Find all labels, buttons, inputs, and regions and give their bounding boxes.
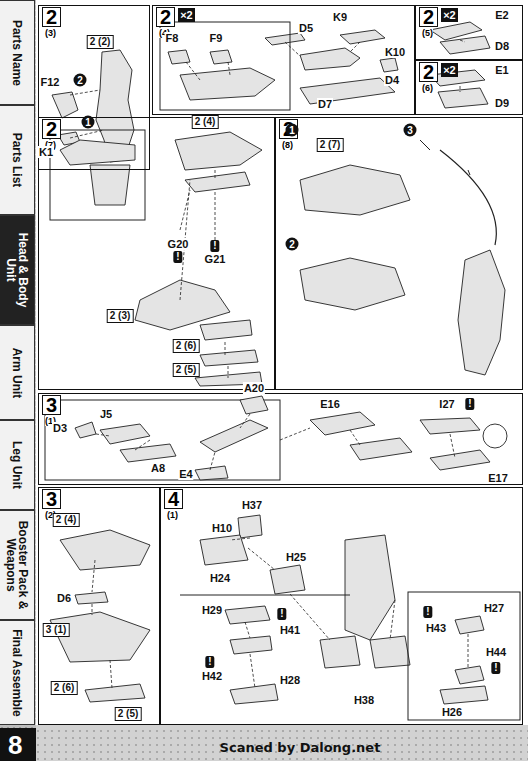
step-number: 3 (42, 395, 61, 415)
part-callout: E17 (487, 472, 509, 484)
tab-label: Head & Body Unit (5, 220, 29, 320)
part-callout: H29 (201, 604, 223, 616)
section-tab: Final Assemble (0, 620, 35, 725)
part-callout: G21 (204, 253, 227, 265)
part-callout: H25 (285, 551, 307, 563)
substep-number: (5) (422, 28, 433, 38)
substep-number: (3) (45, 28, 56, 38)
part-callout: A8 (150, 462, 166, 474)
page-number: 8 (8, 730, 22, 761)
part-callout: E4 (178, 468, 193, 480)
tab-label: Parts Name (11, 5, 23, 100)
caution-mark: ! (277, 608, 286, 620)
step-reference: 2 (6) (51, 681, 78, 695)
step-reference: 2 (4) (53, 513, 80, 527)
step-number: 2 (419, 7, 438, 27)
part-callout: H44 (485, 646, 507, 658)
section-tab: Booster Pack & Weapons (0, 510, 35, 620)
part-callout: D5 (298, 22, 314, 34)
quantity-mark: ×2 (441, 63, 458, 77)
part-callout: F9 (209, 32, 224, 44)
step-reference: 2 (5) (115, 707, 142, 721)
step-reference: 3 (1) (43, 623, 70, 637)
part-callout: H10 (211, 522, 233, 534)
part-callout: A20 (243, 382, 265, 394)
substep-number: (1) (167, 510, 178, 520)
caution-mark: ! (423, 606, 432, 618)
tab-label: Booster Pack & Weapons (5, 515, 29, 615)
part-callout: D4 (384, 74, 400, 86)
part-callout: E1 (494, 64, 509, 76)
substep-number: (8) (282, 140, 293, 150)
part-callout: D9 (494, 97, 510, 109)
part-callout: K9 (332, 11, 348, 23)
watermark: Scaned by Dalong.net (219, 742, 382, 754)
step-panel: 2 (8) (275, 117, 523, 390)
step-number: 2 (419, 62, 438, 82)
order-number: 1 (286, 124, 299, 137)
part-callout: K10 (384, 46, 406, 58)
step-number: 2 (42, 7, 61, 27)
step-reference: 2 (4) (192, 115, 219, 129)
step-number: 4 (164, 489, 183, 509)
section-tab: Parts List (0, 105, 35, 215)
part-callout: K1 (38, 146, 54, 158)
caution-mark: ! (210, 240, 219, 252)
section-tab: Parts Name (0, 0, 35, 105)
step-number: 2 (156, 7, 175, 27)
caution-mark: ! (465, 398, 474, 410)
step-reference: 2 (2) (87, 35, 114, 49)
order-number: 3 (404, 124, 417, 137)
part-callout: H28 (279, 674, 301, 686)
part-callout: D8 (494, 40, 510, 52)
step-panel: 2(4)×2 (152, 5, 415, 115)
part-callout: H38 (353, 694, 375, 706)
step-panel: 2(7) (38, 117, 275, 390)
order-number: 2 (286, 238, 299, 251)
part-callout: E16 (319, 398, 341, 410)
caution-mark: ! (173, 251, 182, 263)
order-number: 1 (82, 116, 95, 129)
caution-mark: ! (491, 662, 500, 674)
step-reference: 2 (3) (107, 309, 134, 323)
part-callout: I27 (438, 398, 455, 410)
part-callout: G20 (167, 238, 190, 250)
page-number-box: 8 (0, 728, 36, 761)
part-callout: D7 (317, 98, 333, 110)
section-tab: Head & Body Unit (0, 215, 35, 325)
part-callout: H24 (209, 572, 231, 584)
quantity-mark: ×2 (178, 8, 195, 22)
section-tab: Leg Unit (0, 420, 35, 510)
quantity-mark: ×2 (441, 8, 458, 22)
step-reference: 2 (7) (317, 138, 344, 152)
step-number: 2 (42, 119, 61, 139)
part-callout: H27 (483, 602, 505, 614)
part-callout: H37 (241, 499, 263, 511)
section-tab: Arm Unit (0, 325, 35, 420)
part-callout: E2 (494, 9, 509, 21)
caution-mark: ! (205, 656, 214, 668)
part-callout: H43 (425, 622, 447, 634)
step-reference: 2 (6) (173, 339, 200, 353)
tab-label: Arm Unit (11, 330, 23, 415)
part-callout: F12 (40, 76, 61, 88)
step-number: 3 (42, 489, 61, 509)
tab-label: Leg Unit (11, 425, 23, 505)
part-callout: J5 (99, 408, 113, 420)
substep-number: (6) (422, 83, 433, 93)
part-callout: H41 (279, 624, 301, 636)
order-number: 2 (74, 74, 87, 87)
part-callout: D6 (56, 592, 72, 604)
part-callout: F8 (165, 32, 180, 44)
tab-label: Parts List (11, 110, 23, 210)
part-callout: H26 (441, 706, 463, 718)
part-callout: D3 (52, 422, 68, 434)
step-reference: 2 (5) (173, 363, 200, 377)
part-callout: H42 (201, 670, 223, 682)
tab-label: Final Assemble (11, 625, 23, 720)
